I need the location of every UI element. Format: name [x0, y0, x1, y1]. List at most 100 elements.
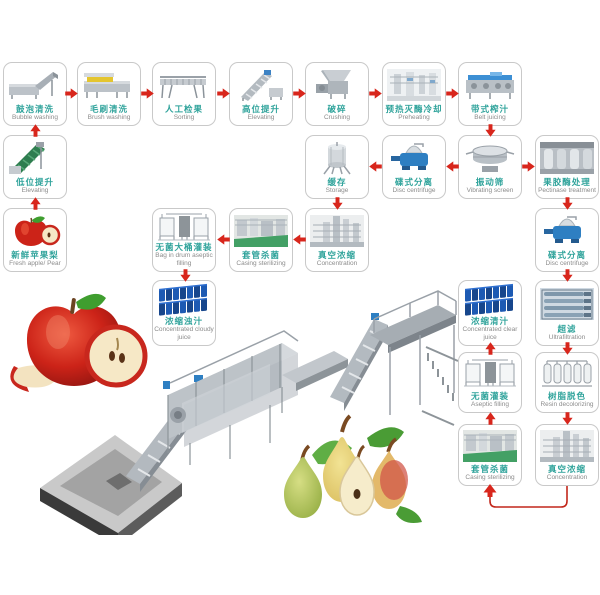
node-label-zh: 低位提升 — [15, 177, 54, 188]
apples-photo — [0, 288, 150, 403]
storage-tank-icon — [309, 138, 365, 177]
node-label-zh: 果胶酶处理 — [543, 177, 591, 188]
filling-machine-icon — [462, 355, 518, 391]
flow-arrow-down — [484, 124, 497, 137]
node-crushing: 破碎 Crushing — [305, 62, 369, 126]
node-label-en: Ultrafiltration — [548, 334, 586, 342]
sterilizer-plant-icon — [233, 211, 289, 250]
node-label-en: Elevating — [247, 114, 275, 122]
node-label-zh: 碟式分离 — [394, 177, 433, 188]
node-vibrating-screen: 振动筛 Vibrating screen — [458, 135, 522, 199]
node-label-zh: 缓存 — [327, 177, 347, 188]
flow-arrow-down — [561, 412, 574, 425]
node-label-en: Elevating — [21, 187, 49, 195]
flow-arrow-up — [484, 412, 497, 425]
node-label-zh: 新鲜苹果梨 — [11, 250, 59, 261]
node-label-en: Concentration — [316, 260, 358, 268]
node-label-zh: 浓缩浊汁 — [164, 316, 203, 327]
belt-press-icon — [462, 65, 518, 104]
node-label-en: Sorting — [173, 114, 195, 122]
node-concentrated-cloudy-juice: 浓缩浊汁 Concentrated cloudy juice — [152, 280, 216, 346]
node-label-en: Pectinase treatment — [538, 187, 596, 195]
flow-arrow-left — [446, 161, 459, 172]
node-label-en: Storage — [325, 187, 349, 195]
node-bag-in-drum-aseptic-filling: 无菌大桶灌装 Bag in drum aseptic filling — [152, 208, 216, 272]
node-label-en: Casing sterilizing — [236, 260, 286, 268]
drum-filling-machine-icon — [156, 211, 212, 242]
node-label-zh: 人工检果 — [164, 104, 203, 115]
node-sorting: 人工检果 Sorting — [152, 62, 216, 126]
node-preheating: 预热灭酶冷却 Preheating — [382, 62, 446, 126]
flow-arrow-right — [522, 161, 535, 172]
flow-arrow-right — [369, 88, 382, 99]
vibrating-screen-icon — [462, 138, 518, 177]
node-label-en: Concentrated cloudy juice — [154, 326, 214, 342]
node-label-zh: 破碎 — [327, 104, 347, 115]
green-elevator-icon — [7, 138, 63, 177]
node-label-zh: 预热灭酶冷却 — [385, 104, 443, 115]
sorting-conveyor-icon — [156, 65, 212, 104]
disc-centrifuge-icon — [386, 138, 442, 177]
node-label-zh: 碟式分离 — [547, 250, 586, 261]
node-concentration-1: 真空浓缩 Concentration — [305, 208, 369, 272]
node-aseptic-filling: 无菌灌装 Aseptic filling — [458, 352, 522, 413]
node-label-en: Bag in drum aseptic filling — [155, 252, 213, 268]
node-concentrated-clear-juice: 浓缩清汁 Concentrated clear juice — [458, 280, 522, 346]
node-label-zh: 鼓泡清洗 — [15, 104, 54, 115]
node-label-en: Brush washing — [87, 114, 131, 122]
evaporator-plant-icon — [539, 427, 595, 464]
flow-arrow-left — [217, 234, 230, 245]
node-label-en: Disc centrifuge — [545, 260, 589, 268]
node-label-zh: 套管杀菌 — [470, 464, 509, 475]
node-resin-decolorizing: 树脂脱色 Resin decolorizing — [535, 352, 599, 413]
node-concentration-2: 真空浓缩 Concentration — [535, 424, 599, 486]
flow-arrow-down — [179, 269, 192, 282]
node-casing-sterilizing-1: 套管杀菌 Casing sterilizing — [229, 208, 293, 272]
node-disc-centrifuge-2: 碟式分离 Disc centrifuge — [535, 208, 599, 272]
blue-drums-icon — [462, 283, 518, 316]
node-label-zh: 真空浓缩 — [547, 464, 586, 475]
flow-arrow-down — [331, 197, 344, 210]
node-label-en: Vibrating screen — [466, 187, 514, 195]
node-label-zh: 超滤 — [557, 324, 577, 335]
sterilizer-plant-icon — [462, 427, 518, 464]
bubble-washer-icon — [7, 65, 63, 104]
node-label-zh: 无菌大桶灌装 — [155, 242, 213, 253]
u-connector-arrow — [478, 483, 578, 513]
node-label-zh: 树脂脱色 — [547, 391, 586, 402]
preheater-plant-icon — [386, 65, 442, 104]
flow-arrow-up — [29, 197, 42, 210]
flow-arrow-down — [561, 269, 574, 282]
node-label-zh: 振动筛 — [475, 177, 505, 188]
flow-arrow-left — [293, 234, 306, 245]
node-label-en: Resin decolorizing — [540, 401, 594, 409]
node-elevating-low: 低位提升 Elevating — [3, 135, 67, 199]
node-label-en: Disc centrifuge — [392, 187, 436, 195]
flow-arrow-up — [29, 124, 42, 137]
elevator-conveyor-icon — [233, 65, 289, 104]
node-label-en: Bubble washing — [12, 114, 58, 122]
node-label-en: Concentrated clear juice — [462, 326, 518, 342]
pears-photo — [272, 410, 427, 535]
node-label-en: Concentration — [546, 474, 588, 482]
node-label-en: Casing sterilizing — [465, 474, 515, 482]
evaporator-plant-icon — [309, 211, 365, 250]
node-label-en: Crushing — [323, 114, 350, 122]
node-storage: 缓存 Storage — [305, 135, 369, 199]
node-elevating-high: 高位提升 Elevating — [229, 62, 293, 126]
flow-arrow-right — [217, 88, 230, 99]
node-ultrafiltration: 超滤 Ultrafiltration — [535, 280, 599, 346]
flow-arrow-up — [484, 342, 497, 355]
node-label-zh: 毛刷清洗 — [89, 104, 128, 115]
flow-arrow-down — [561, 197, 574, 210]
node-disc-centrifuge: 碟式分离 Disc centrifuge — [382, 135, 446, 199]
node-label-en: Preheating — [398, 114, 430, 122]
node-label-zh: 套管杀菌 — [241, 250, 280, 261]
flow-arrow-left — [369, 161, 382, 172]
node-pectinase-treatment: 果胶酶处理 Pectinase treatment — [535, 135, 599, 199]
node-fresh-apple-pear: 新鲜苹果梨 Fresh apple/ Pear — [3, 208, 67, 272]
node-bubble-washing: 鼓泡清洗 Bubble washing — [3, 62, 67, 126]
flow-arrow-down — [561, 342, 574, 355]
node-label-zh: 真空浓缩 — [317, 250, 356, 261]
